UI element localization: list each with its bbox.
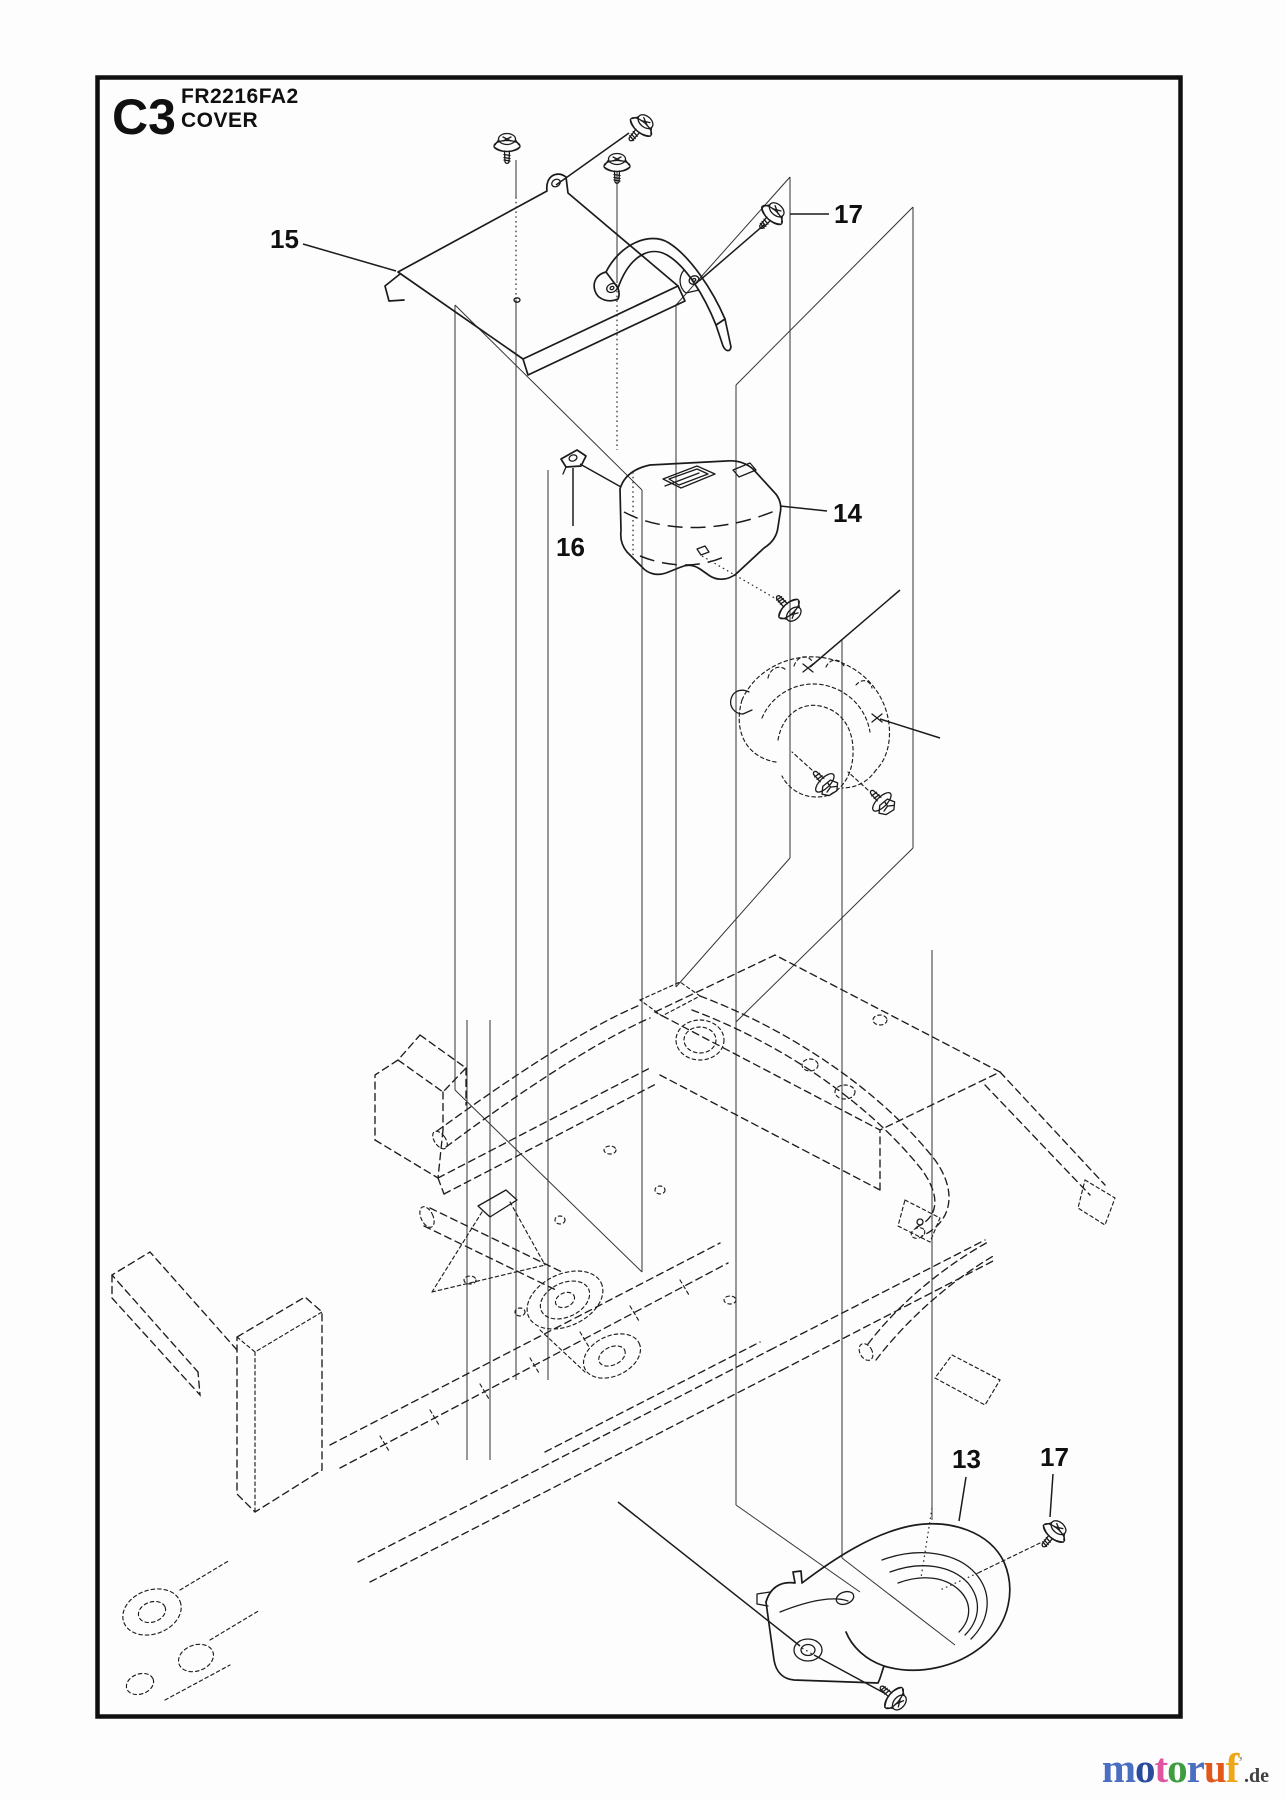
model-number: FR2216FA2 [181,85,299,108]
logo-letter: o [1135,1745,1155,1791]
part-16-clip [560,449,587,475]
callout-15: 15 [270,224,299,254]
logo-trademark: ’ [1238,1755,1243,1770]
screw-icon [619,108,660,150]
logo-letter: r [1186,1745,1205,1791]
callout-16: 16 [556,532,585,562]
part-14-console-cover [619,459,782,601]
callout-17-bottom: 17 [1040,1442,1069,1472]
logo-letter: t [1154,1745,1169,1791]
screw-icon [1032,1514,1073,1556]
callout-14: 14 [833,498,862,528]
logo-domain: .de [1244,1765,1269,1787]
logo-letter: u [1203,1745,1227,1791]
logo-letter: f [1225,1745,1240,1791]
chassis-frame-reference [110,954,1116,1701]
section-title: COVER [181,109,258,132]
logo-letter: m [1101,1745,1136,1791]
diagram-border [95,75,1183,1719]
callout-labels: 15 17 16 14 13 17 [270,199,1069,1474]
screw-icon [766,586,808,628]
callout-13: 13 [952,1444,981,1474]
hex-bolt-icon [861,781,901,821]
page-code: C3 [112,89,176,145]
arched-cover [593,237,732,352]
screw-icon [493,132,521,165]
leader-lines [302,132,1054,1522]
handlebar-reference [432,981,996,1361]
part-15-top-panel-cover [384,173,686,376]
callout-17-top: 17 [834,199,863,229]
part-13-side-cover [617,1501,1041,1695]
diagram-header: C3 FR2216FA2 COVER [112,85,299,145]
logo-letter: o [1167,1745,1187,1791]
projection-lines [454,160,956,1646]
clamp-reference [729,589,941,821]
